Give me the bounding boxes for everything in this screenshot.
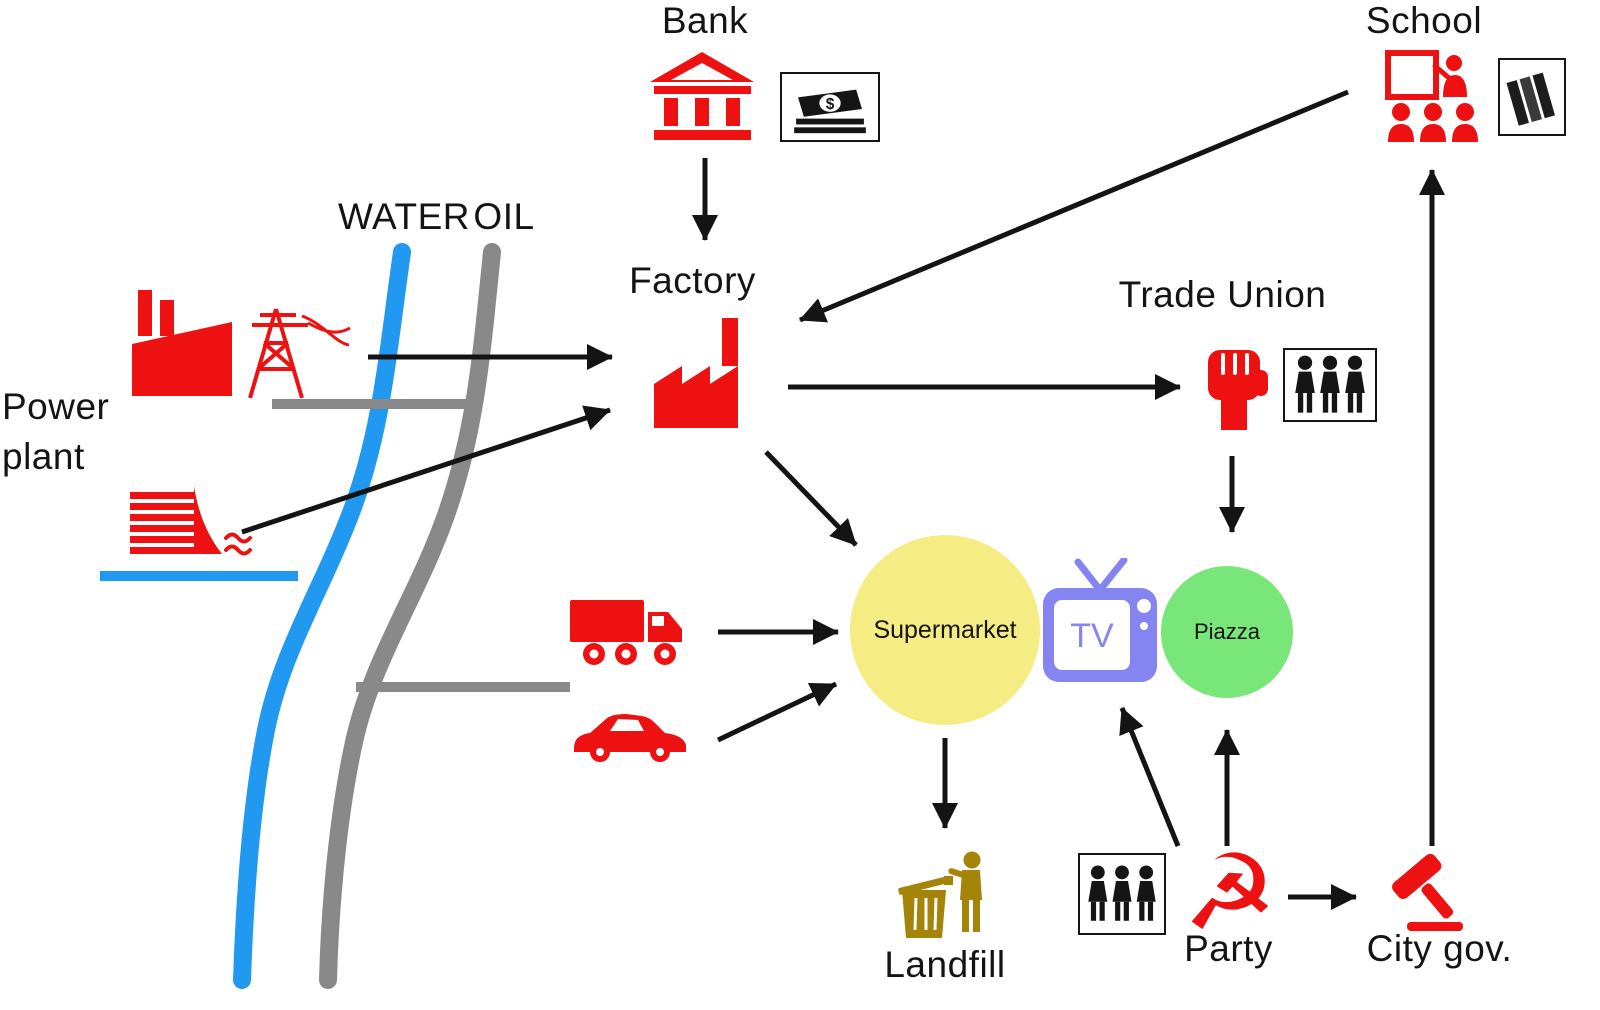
dollar-glyph: $ (826, 96, 835, 113)
raised-fist-icon (1196, 336, 1271, 434)
power-plant-label-line2: plant (2, 436, 85, 477)
car-icon (570, 704, 690, 764)
school-label: School (1365, 0, 1483, 41)
arrow-school-to-factory (799, 89, 1349, 323)
power-plant-label-line1: Power (2, 386, 110, 427)
factory-icon (650, 316, 750, 428)
arrow-party-to-tv (1119, 707, 1181, 847)
gavel-icon (1383, 848, 1468, 933)
supermarket-node: Supermarket (850, 535, 1040, 725)
books-icon (1498, 58, 1566, 136)
piazza-label: Piazza (1193, 619, 1261, 644)
supermarket-label: Supermarket (873, 615, 1017, 644)
power-plant-icon (128, 288, 238, 396)
transmission-tower-icon (222, 303, 352, 398)
piazza-node: Piazza (1161, 566, 1293, 698)
arrows-layer (241, 89, 1446, 911)
tv-icon: TV (1040, 558, 1160, 686)
oil-label: OIL (473, 196, 535, 237)
hydro-dam-icon (128, 482, 253, 562)
school-icon (1385, 50, 1485, 142)
money-icon: $ (780, 72, 880, 142)
landfill-icon (896, 848, 996, 944)
arrow-factory-to-supermarket (764, 450, 858, 547)
factory-label: Factory (629, 260, 756, 301)
bank-label: Bank (661, 0, 749, 41)
party-label: Party (1184, 928, 1273, 969)
oil-pipe (319, 243, 501, 989)
truck-icon (568, 596, 688, 668)
water-label: WATER (338, 196, 470, 237)
union-members-icon (1283, 348, 1377, 422)
arrow-car-to-supermarket (716, 681, 838, 743)
arrow-dam-to-factory (241, 405, 611, 535)
city-gov-label: City gov. (1366, 928, 1513, 969)
party-members-icon (1078, 853, 1166, 935)
bank-icon (650, 52, 755, 144)
trade-union-label: Trade Union (1118, 274, 1327, 315)
landfill-label: Landfill (884, 944, 1006, 985)
water-pipe (233, 243, 411, 989)
tv-label: TV (1070, 617, 1114, 655)
hammer-sickle-icon: ☭ (1182, 832, 1278, 954)
